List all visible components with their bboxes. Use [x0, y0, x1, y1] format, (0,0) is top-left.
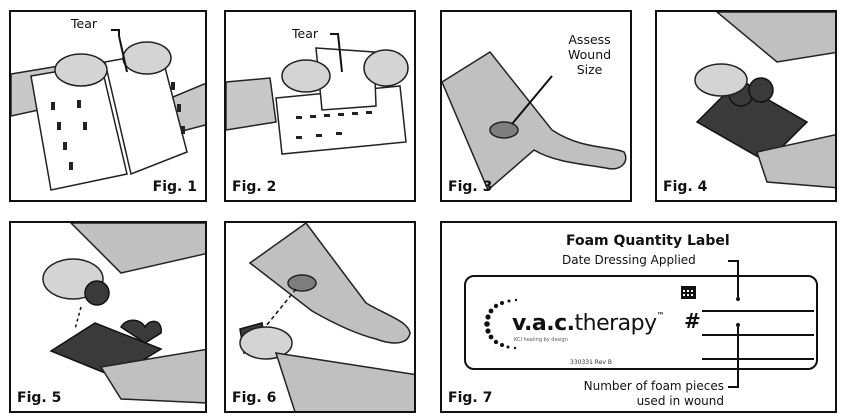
figure-label: Fig. 7: [448, 390, 492, 406]
figure-3-panel: Assess Wound Size Fig. 3: [440, 10, 632, 202]
placing-foam-illustration: [11, 223, 207, 413]
figure-label: Fig. 2: [232, 179, 276, 195]
figure-5-panel: Fig. 5: [9, 221, 207, 413]
figure-1-panel: Tear Fig. 1: [9, 10, 207, 202]
tearing-dressing-illustration: [226, 12, 416, 202]
applying-foam-illustration: [226, 223, 416, 413]
cutting-foam-illustration: [657, 12, 837, 202]
assess-callout: Assess Wound Size: [568, 32, 611, 77]
figure-label: Fig. 6: [232, 390, 276, 406]
vac-therapy-logo: v.a.c.therapy™: [512, 311, 664, 336]
tearing-dressing-illustration: [11, 12, 207, 202]
label-code: 330331 Rev B: [570, 359, 612, 366]
figure-2-panel: Tear Fig. 2: [224, 10, 416, 202]
figure-label: Fig. 3: [448, 179, 492, 195]
figure-label: Fig. 4: [663, 179, 707, 195]
hash-symbol: #: [684, 309, 701, 333]
figure-label: Fig. 1: [153, 179, 197, 195]
tear-callout: Tear: [292, 26, 318, 41]
kci-tagline: KCI healing by design: [514, 337, 568, 343]
figure-4-panel: Fig. 4: [655, 10, 837, 202]
count-caption: Number of foam pieces used in wound: [552, 379, 724, 409]
figure-label: Fig. 5: [17, 390, 61, 406]
tear-callout: Tear: [71, 16, 97, 31]
figure-6-panel: Fig. 6: [224, 221, 416, 413]
figure-7-panel: Foam Quantity Label Date Dressing Applie…: [440, 221, 837, 413]
calendar-icon: [681, 286, 696, 299]
